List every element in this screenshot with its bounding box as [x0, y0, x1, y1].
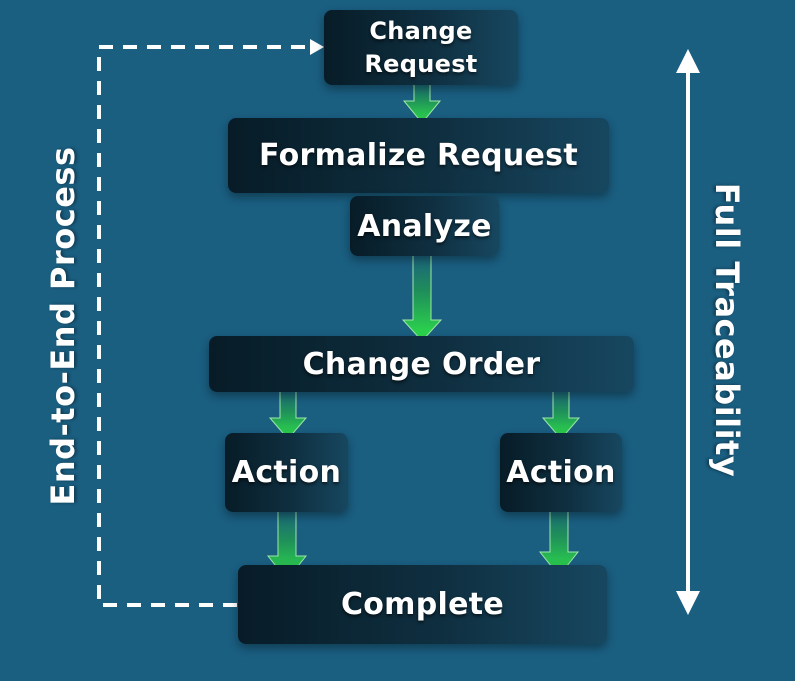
action-right-label: Action: [506, 455, 616, 490]
end-to-end-process-label: End-to-End Process: [44, 146, 82, 506]
formalize-request-label: Formalize Request: [259, 138, 578, 173]
traceability-double-arrow-icon: [676, 49, 700, 615]
formalize-request-box: Formalize Request: [228, 118, 609, 193]
arrow-order-to-action-left-icon: [268, 387, 308, 440]
change-request-line-2: Request: [364, 49, 478, 78]
change-order-box: Change Order: [209, 336, 634, 392]
full-traceability-label: Full Traceability: [708, 182, 746, 478]
analyze-label: Analyze: [357, 208, 492, 244]
change-request-box: Change Request: [324, 10, 518, 85]
action-left-label: Action: [231, 455, 342, 490]
action-box-right: Action: [500, 433, 622, 512]
dashed-loop-arrow: [97, 39, 324, 607]
arrow-order-to-action-right-icon: [541, 387, 581, 440]
action-box-left: Action: [225, 433, 348, 512]
loop-arrowhead-icon: [310, 39, 324, 55]
complete-box: Complete: [238, 565, 607, 644]
arrow-analyze-to-order-icon: [401, 251, 443, 342]
complete-label: Complete: [340, 587, 505, 622]
change-request-line-1: Change: [369, 16, 473, 45]
arrow-request-to-formalize-icon: [402, 79, 442, 124]
change-order-label: Change Order: [302, 346, 541, 382]
analyze-box: Analyze: [350, 196, 499, 256]
